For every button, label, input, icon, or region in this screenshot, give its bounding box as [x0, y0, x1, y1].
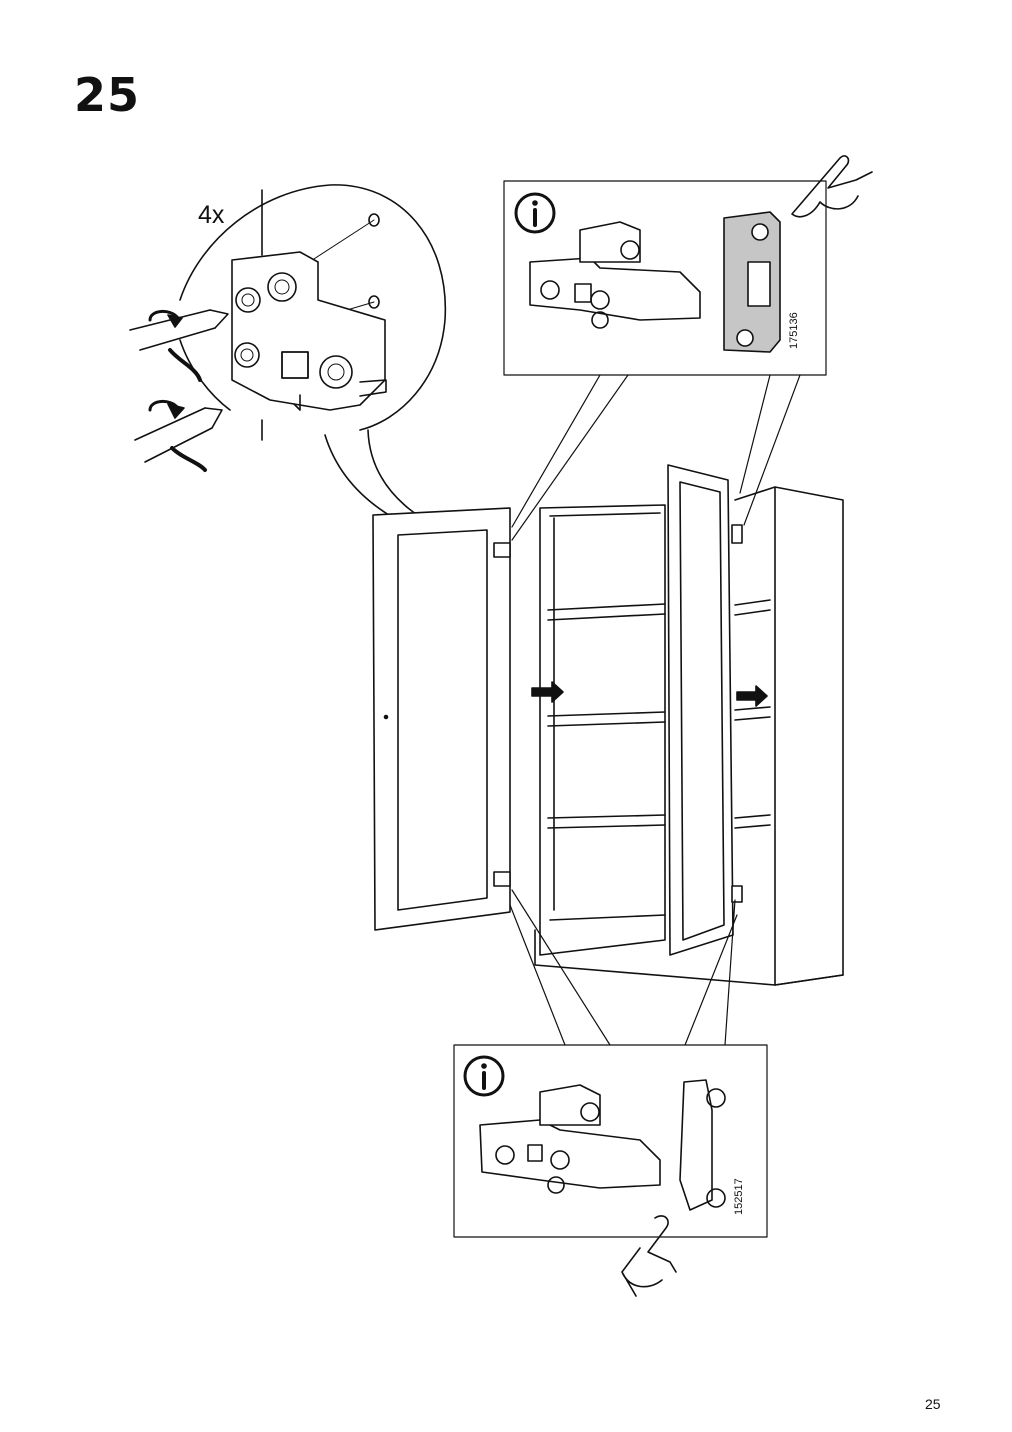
part-code-bottom: 152517 — [733, 1178, 745, 1215]
pointing-hand-icon — [791, 155, 873, 218]
quantity-label: 4x — [198, 201, 225, 229]
hinge-detail-callout — [129, 184, 499, 551]
pointing-hand-icon — [621, 1215, 677, 1297]
hinge-info-box-bottom — [453, 889, 768, 1238]
part-code-top: 175136 — [788, 312, 800, 349]
info-icon — [514, 192, 556, 234]
cabinet-illustration — [372, 464, 844, 986]
hinge-info-box-top — [503, 180, 827, 541]
step-number: 25 — [74, 68, 141, 122]
page-number: 25 — [925, 1396, 941, 1412]
info-icon — [463, 1055, 505, 1097]
